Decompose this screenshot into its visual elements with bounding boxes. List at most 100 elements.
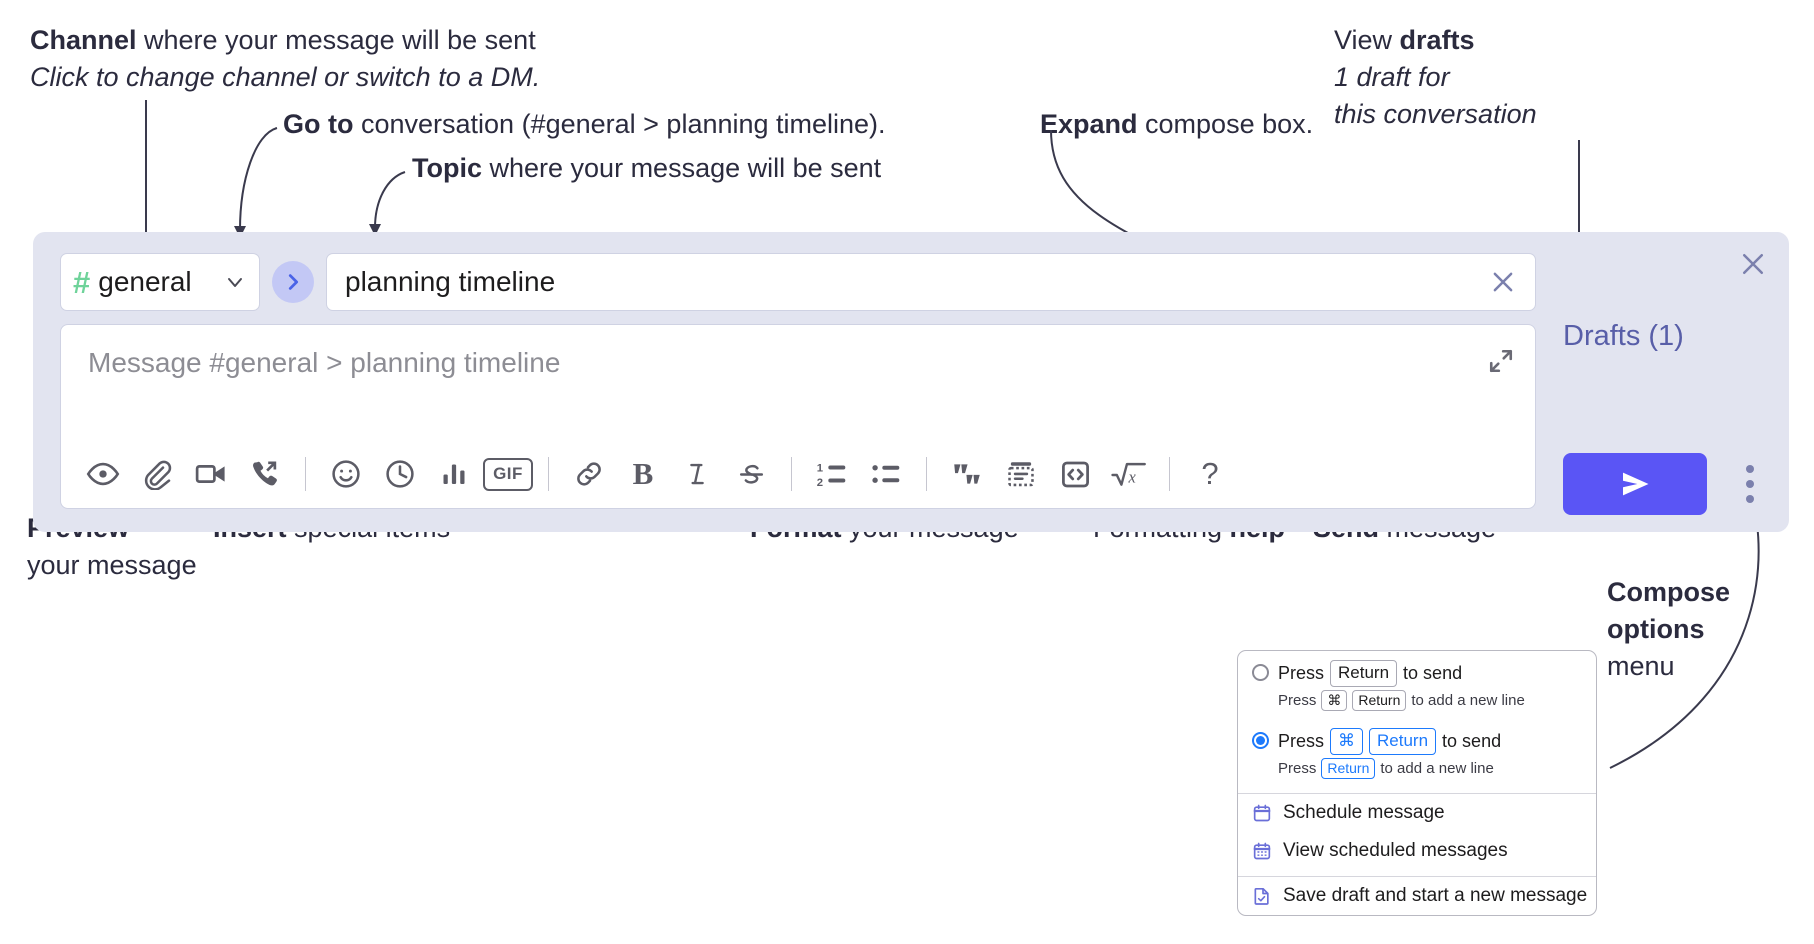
smiley-icon (332, 460, 360, 488)
menu-item-schedule-message[interactable]: Schedule message (1238, 794, 1596, 832)
hash-icon: # (73, 264, 91, 300)
annotation-drafts-italic1: 1 draft for (1334, 62, 1450, 92)
annotation-channel: Channel where your message will be sent … (30, 22, 540, 96)
hint-press: Press (1278, 759, 1317, 777)
send-button[interactable] (1563, 453, 1707, 515)
hint-tail: to add a new line (1380, 759, 1494, 777)
message-input-placeholder[interactable]: Message #general > planning timeline (88, 347, 561, 378)
topic-field[interactable]: planning timeline (326, 253, 1536, 311)
send-option-return-hint: Press ⌘ Return to add a new line (1238, 687, 1596, 719)
math-button[interactable]: x (1102, 448, 1156, 500)
formatting-help-button[interactable]: ? (1183, 448, 1237, 500)
annotation-channel-italic: Click to change channel or switch to a D… (30, 62, 541, 92)
toolbar-separator-5 (1169, 457, 1170, 491)
menu-item-label: View scheduled messages (1283, 839, 1508, 861)
message-box[interactable]: Message #general > planning timeline (60, 324, 1536, 509)
send-option-return[interactable]: Press Return to send (1238, 651, 1596, 687)
key-return: Return (1321, 757, 1376, 779)
gif-label: GIF (483, 457, 533, 491)
compose-panel: # general planning timeline (33, 232, 1789, 532)
expand-compose-button[interactable] (1483, 343, 1519, 379)
ordered-list-button[interactable]: 1 2 (805, 448, 859, 500)
blockquote-button[interactable] (940, 448, 994, 500)
question-mark-icon: ? (1201, 456, 1219, 491)
annotation-drafts: View drafts 1 draft for this conversatio… (1334, 22, 1537, 133)
annotation-topic: Topic where your message will be sent (412, 150, 881, 187)
emoji-button[interactable] (319, 448, 373, 500)
annotation-goto-bold: Go to (283, 109, 354, 139)
drafts-link[interactable]: Drafts (1) (1563, 320, 1684, 352)
svg-text:2: 2 (817, 477, 823, 489)
italic-button[interactable] (670, 448, 724, 500)
video-camera-icon (195, 465, 225, 483)
radio-selected-icon[interactable] (1252, 731, 1269, 749)
code-brackets-icon (1061, 461, 1089, 487)
kebab-menu-icon (1746, 465, 1754, 473)
preview-button[interactable] (76, 448, 130, 500)
save-draft-icon (1252, 886, 1272, 906)
svg-text:x: x (1127, 467, 1136, 486)
annotation-compose-plain: menu (1607, 651, 1675, 681)
menu-item-label: Save draft and start a new message (1283, 884, 1588, 906)
toolbar-separator-4 (926, 457, 927, 491)
key-command: ⌘ (1321, 689, 1348, 711)
audio-clip-button[interactable] (238, 448, 292, 500)
close-icon (1493, 272, 1513, 292)
panel-close-button[interactable] (1735, 246, 1771, 282)
hint-press: Press (1278, 691, 1317, 709)
channel-name: general (98, 266, 192, 297)
annotation-compose-bold2: options (1607, 614, 1705, 644)
annotation-topic-bold: Topic (412, 153, 482, 183)
svg-text:1: 1 (817, 462, 823, 474)
code-block-icon (1008, 462, 1034, 487)
channel-select[interactable]: # general (60, 253, 260, 311)
code-block-button[interactable] (994, 448, 1048, 500)
annotation-drafts-bold: drafts (1399, 25, 1475, 55)
key-command: ⌘ (1330, 727, 1364, 755)
bold-button[interactable]: B (616, 448, 670, 500)
menu-item-save-draft[interactable]: Save draft and start a new message (1238, 877, 1596, 915)
phone-forward-icon (253, 461, 277, 486)
square-root-icon: x (1111, 462, 1146, 486)
annotation-goto-rest: conversation (#general > planning timeli… (353, 109, 886, 139)
annotation-drafts-plain: View (1334, 25, 1400, 55)
kebab-menu-icon (1746, 495, 1754, 503)
gif-button[interactable]: GIF (481, 448, 535, 500)
compose-options-menu: Press Return to send Press ⌘ Return to a… (1237, 650, 1597, 916)
bullet-list-button[interactable] (859, 448, 913, 500)
topic-clear-button[interactable] (1481, 260, 1525, 304)
menu-item-view-scheduled-messages[interactable]: View scheduled messages (1238, 832, 1596, 870)
send-option-return-tail: to send (1403, 662, 1463, 683)
italic-icon (690, 463, 704, 485)
chevron-right-icon (288, 274, 299, 290)
bold-icon: B (632, 456, 654, 491)
radio-unselected-icon[interactable] (1252, 664, 1269, 681)
link-button[interactable] (562, 448, 616, 500)
video-clip-button[interactable] (184, 448, 238, 500)
annotation-topic-rest: where your message will be sent (482, 153, 882, 183)
chevron-down-icon (223, 270, 247, 294)
composer: # general planning timeline (47, 246, 1550, 519)
send-option-cmd-return[interactable]: Press ⌘ Return to send (1238, 719, 1596, 755)
compose-options-button[interactable] (1735, 462, 1765, 506)
strikethrough-button[interactable] (724, 448, 778, 500)
toolbar-separator-3 (791, 457, 792, 491)
link-icon (577, 462, 601, 486)
send-paper-plane-icon (1623, 472, 1649, 496)
schedule-send-button[interactable] (373, 448, 427, 500)
annotation-drafts-italic2: this conversation (1334, 99, 1537, 129)
poll-button[interactable] (427, 448, 481, 500)
eye-icon (86, 462, 120, 486)
annotation-channel-bold: Channel (30, 25, 137, 55)
key-return: Return (1352, 689, 1407, 711)
key-return: Return (1330, 660, 1398, 687)
composer-header-row: # general planning timeline (47, 246, 1550, 318)
attach-file-button[interactable] (130, 448, 184, 500)
goto-conversation-button[interactable] (272, 261, 314, 303)
inline-code-button[interactable] (1048, 448, 1102, 500)
topic-input[interactable]: planning timeline (345, 266, 556, 297)
kebab-menu-icon (1746, 480, 1754, 488)
annotation-compose-bold1: Compose (1607, 577, 1731, 607)
annotation-compose-options: Compose options menu (1607, 574, 1730, 685)
formatting-toolbar: GIF B (61, 440, 1537, 508)
